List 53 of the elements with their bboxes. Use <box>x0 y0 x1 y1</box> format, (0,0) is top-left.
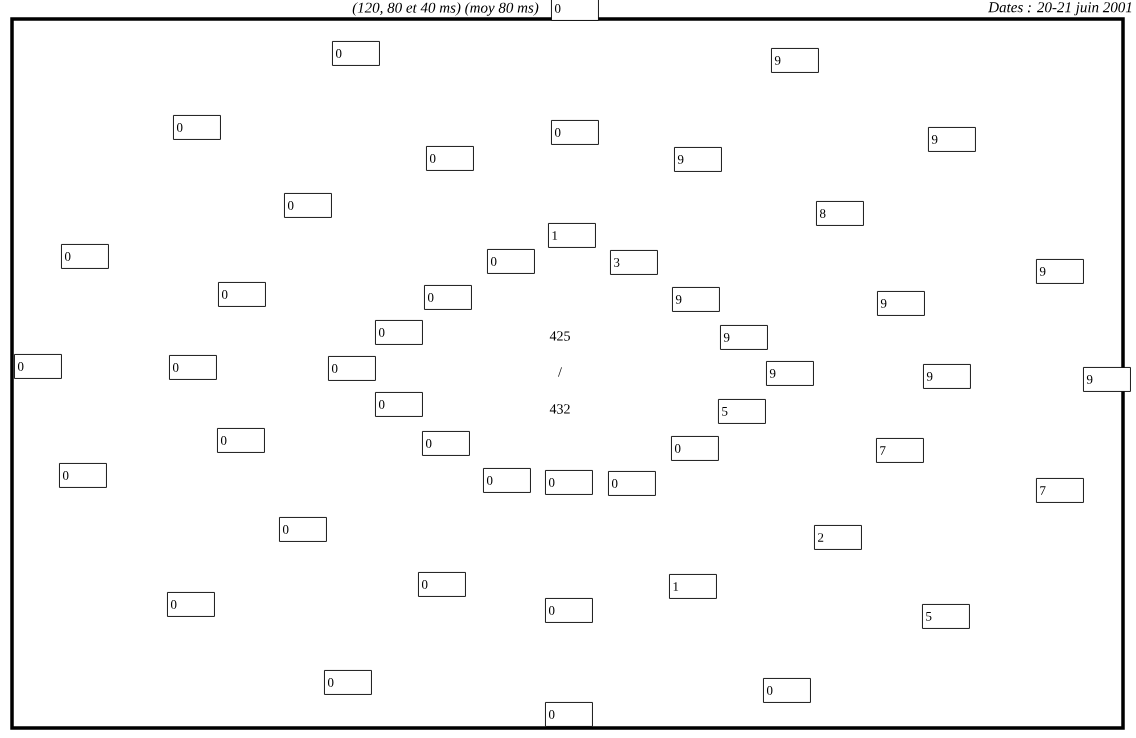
value-box: 9 <box>720 325 768 350</box>
value-box: 0 <box>483 468 531 493</box>
center-value: 432 <box>549 404 570 414</box>
value-box: 5 <box>718 399 766 424</box>
value-box: 9 <box>1036 259 1084 284</box>
value-box: 0 <box>169 355 217 380</box>
value-box: 0 <box>545 470 593 495</box>
value-box: 0 <box>375 320 423 345</box>
value-box: 5 <box>922 604 970 629</box>
value-box: 0 <box>551 120 599 145</box>
value-box: 0 <box>487 249 535 274</box>
value-box: 7 <box>876 438 924 463</box>
value-box: 3 <box>610 250 658 275</box>
value-box: 0 <box>545 598 593 623</box>
value-box: 0 <box>61 244 109 269</box>
value-box: 9 <box>674 147 722 172</box>
center-value: / <box>558 367 562 377</box>
value-box: 0 <box>424 285 472 310</box>
value-box: 0 <box>324 670 372 695</box>
value-box: 0 <box>545 702 593 727</box>
value-box: 0 <box>551 0 599 21</box>
value-box: 0 <box>14 354 62 379</box>
value-box: 9 <box>877 291 925 316</box>
value-box: 0 <box>328 356 376 381</box>
value-box: 9 <box>1083 367 1131 392</box>
heading: (120, 80 et 40 ms) (moy 80 ms) <box>352 2 539 16</box>
date-heading: Dates : 20-21 juin 2001 <box>988 2 1132 16</box>
center-value: 425 <box>549 331 570 341</box>
value-box: 0 <box>763 678 811 703</box>
value-box: 0 <box>173 115 221 140</box>
value-box: 0 <box>418 572 466 597</box>
value-box: 1 <box>548 223 596 248</box>
value-box: 0 <box>671 436 719 461</box>
value-box: 0 <box>608 471 656 496</box>
value-box: 1 <box>669 574 717 599</box>
value-box: 0 <box>279 517 327 542</box>
value-box: 0 <box>422 431 470 456</box>
value-box: 0 <box>332 41 380 66</box>
value-box: 0 <box>167 592 215 617</box>
value-box: 0 <box>426 146 474 171</box>
value-box: 9 <box>923 364 971 389</box>
value-box: 2 <box>814 525 862 550</box>
value-box: 0 <box>59 463 107 488</box>
value-box: 8 <box>816 201 864 226</box>
value-box: 9 <box>928 127 976 152</box>
value-box: 9 <box>672 287 720 312</box>
value-box: 0 <box>284 193 332 218</box>
value-box: 0 <box>217 428 265 453</box>
value-box: 7 <box>1036 478 1084 503</box>
value-box: 0 <box>218 282 266 307</box>
value-box: 0 <box>375 392 423 417</box>
value-box: 9 <box>766 361 814 386</box>
value-box: 9 <box>771 48 819 73</box>
